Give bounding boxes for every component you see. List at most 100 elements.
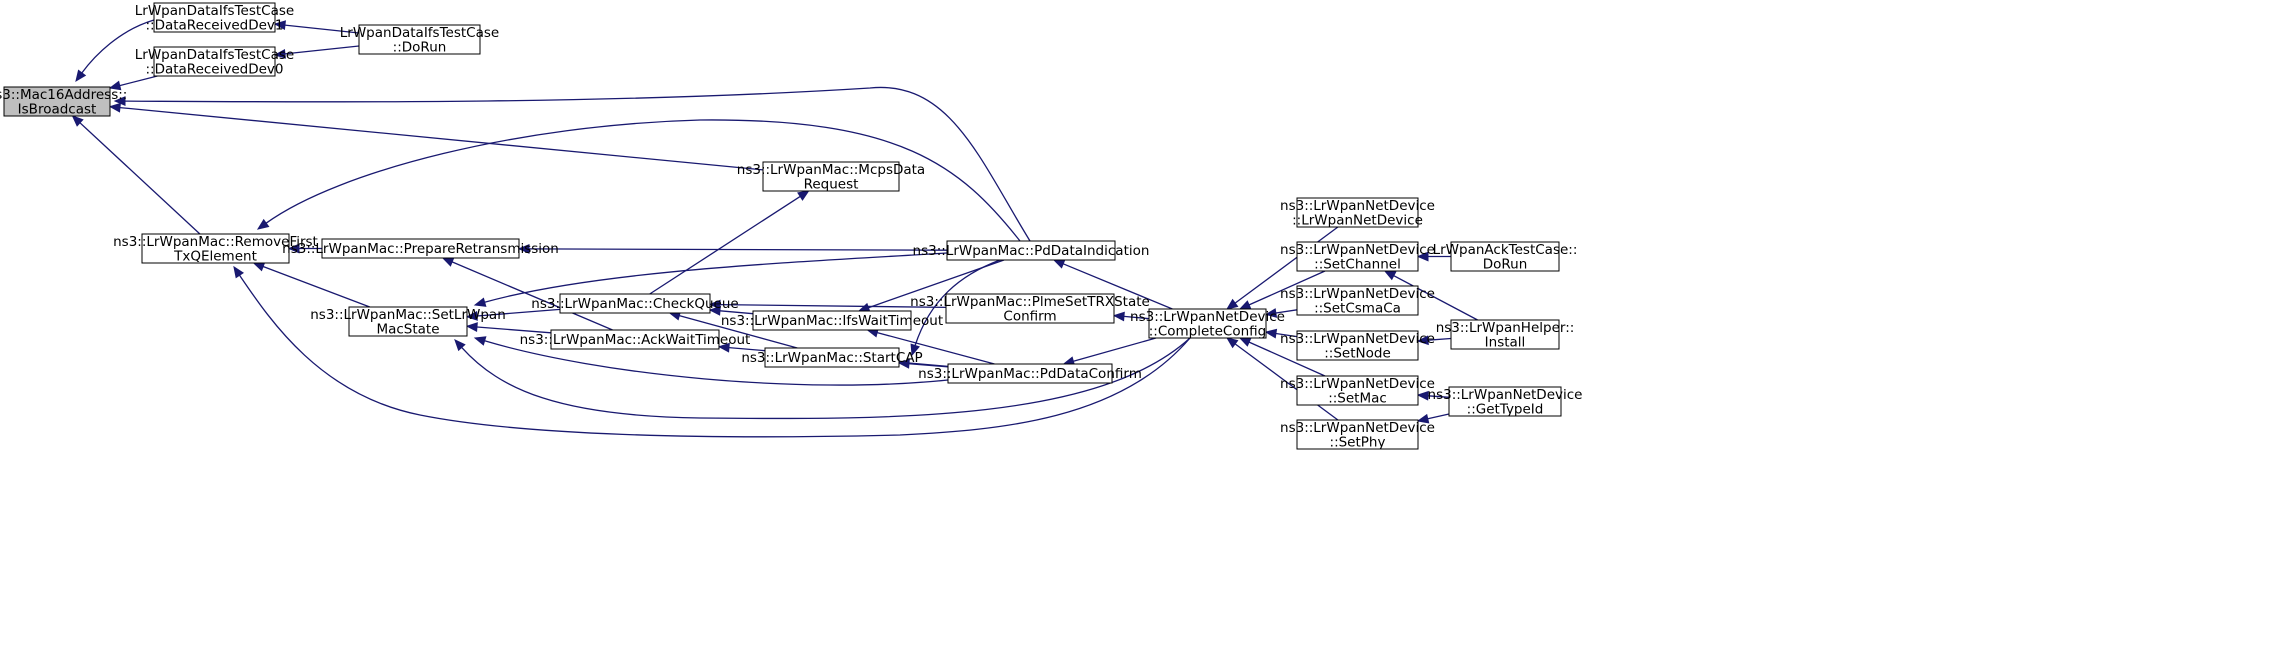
node-n19[interactable]: ns3::LrWpanNetDevice::SetNode	[1280, 330, 1435, 362]
edge-line	[1275, 332, 1298, 338]
node-n11[interactable]: ns3::LrWpanMac::IfsWaitTimeout	[721, 310, 943, 331]
node-n17[interactable]: ns3::LrWpanNetDevice::SetChannel	[1280, 241, 1435, 273]
node-label: LrWpanAckTestCase::	[1433, 242, 1578, 258]
node-label: Request	[804, 176, 859, 192]
node-label: ns3::LrWpanNetDevice	[1428, 387, 1583, 403]
arrowhead	[441, 257, 455, 267]
edge-line	[649, 195, 801, 295]
edge-n15-to-n8	[454, 337, 1191, 420]
arrowhead	[108, 102, 121, 113]
edge-line	[1234, 343, 1339, 421]
node-n10[interactable]: ns3::LrWpanMac::AckWaitTimeout	[520, 329, 751, 350]
node-label: ns3::LrWpanMac::RemoveFirst	[113, 234, 318, 250]
node-n16[interactable]: ns3::LrWpanNetDevice::LrWpanNetDevice	[1280, 197, 1435, 229]
node-box	[559, 293, 711, 314]
edge-n1-to-n0	[75, 19, 155, 83]
node-n20[interactable]: ns3::LrWpanNetDevice::SetMac	[1280, 375, 1435, 407]
edge-n22-to-n17	[1416, 251, 1451, 262]
edge-n8-to-n4	[252, 262, 371, 308]
node-label: ::DoRun	[393, 39, 447, 55]
node-n1[interactable]: LrWpanDataIfsTestCase::DataReceivedDev1	[135, 2, 294, 34]
arrowhead	[1416, 251, 1429, 262]
edge-line	[451, 261, 613, 331]
edge-line	[284, 24, 360, 34]
arrowhead	[273, 49, 286, 59]
edge-line	[239, 274, 1191, 438]
edge-n6-to-n4	[287, 243, 322, 254]
node-n12[interactable]: ns3::LrWpanMac::StartCAP	[741, 347, 923, 368]
node-n3[interactable]: LrWpanDataIfsTestCase::DoRun	[340, 24, 499, 56]
edge-line	[1248, 270, 1326, 306]
node-box	[348, 306, 468, 337]
edge-line	[1427, 395, 1450, 398]
edge-n13-to-n9	[708, 299, 947, 310]
edge-line	[1275, 309, 1298, 314]
node-box	[1296, 285, 1419, 316]
edge-line	[81, 19, 155, 74]
node-label: ns3::LrWpanNetDevice	[1280, 331, 1435, 347]
arrowhead	[1416, 335, 1429, 346]
arrowhead	[1416, 390, 1429, 401]
arrowhead	[797, 190, 810, 201]
node-label: ns3::LrWpanMac::PrepareRetransmission	[282, 241, 559, 257]
arrowhead	[517, 243, 530, 254]
node-n14[interactable]: ns3::LrWpanMac::PdDataConfirm	[918, 363, 1142, 384]
node-n24[interactable]: ns3::LrWpanNetDevice::GetTypeId	[1428, 386, 1583, 418]
edge-n16-to-n15	[1226, 226, 1339, 310]
arrowhead	[1416, 413, 1430, 424]
arrowhead	[1264, 328, 1278, 339]
node-box	[3, 86, 111, 117]
edge-n4-to-n0	[71, 115, 201, 235]
node-label: ns3::LrWpanMac::PlmeSetTRXState	[910, 294, 1150, 310]
edge-line	[528, 248, 948, 251]
node-box	[762, 161, 900, 192]
node-n15[interactable]: ns3::LrWpanNetDevice::CompleteConfig	[1130, 308, 1285, 340]
edge-n5-to-n0	[108, 102, 764, 171]
arrowhead	[256, 218, 270, 230]
arrowhead	[473, 336, 487, 346]
edge-n7-to-n4	[256, 119, 1021, 242]
arrowhead	[1052, 259, 1066, 269]
edge-line	[265, 119, 1021, 242]
node-box	[1450, 319, 1560, 350]
edge-line	[476, 326, 552, 334]
node-label: TxQElement	[173, 248, 257, 264]
node-n18[interactable]: ns3::LrWpanNetDevice::SetCsmaCa	[1280, 285, 1435, 317]
node-n7[interactable]: ns3::LrWpanMac::PdDataIndication	[913, 240, 1150, 261]
arrowhead	[233, 265, 245, 279]
edge-line	[719, 310, 754, 315]
node-label: ::DataReceivedDev0	[145, 61, 283, 77]
arrowhead	[287, 243, 300, 254]
node-n21[interactable]: ns3::LrWpanNetDevice::SetPhy	[1280, 419, 1435, 451]
edge-n9-to-n5	[649, 190, 810, 295]
node-n23[interactable]: ns3::LrWpanHelper::Install	[1436, 319, 1575, 351]
edge-line	[1123, 315, 1150, 320]
edge-n18-to-n15	[1264, 308, 1298, 318]
node-n22[interactable]: LrWpanAckTestCase::DoRun	[1433, 241, 1578, 273]
edge-n7-to-n8	[473, 252, 948, 307]
node-n6[interactable]: ns3::LrWpanMac::PrepareRetransmission	[282, 238, 559, 259]
node-n0[interactable]: ns3::Mac16Address::IsBroadcast	[0, 86, 127, 118]
node-label: ::GetTypeId	[1467, 401, 1544, 417]
arrowhead	[1383, 270, 1397, 281]
node-label: ::SetChannel	[1314, 256, 1401, 272]
arrowhead	[71, 115, 84, 127]
edge-line	[719, 303, 947, 309]
node-label: ns3::LrWpanMac::StartCAP	[741, 350, 922, 366]
node-n9[interactable]: ns3::LrWpanMac::CheckQueue	[531, 293, 739, 314]
node-label: ::CompleteConfig	[1149, 323, 1266, 339]
node-label: ::SetPhy	[1330, 434, 1386, 450]
node-label: ns3::LrWpanMac::PdDataIndication	[913, 243, 1150, 259]
arrowhead	[465, 322, 478, 332]
edge-n15-to-n14	[1062, 337, 1157, 366]
node-box	[945, 293, 1115, 324]
edge-line	[484, 340, 949, 386]
edge-line	[1234, 226, 1339, 304]
edge-n7-to-n12	[910, 259, 1001, 357]
node-n2[interactable]: LrWpanDataIfsTestCase::DataReceivedDev0	[135, 46, 294, 78]
